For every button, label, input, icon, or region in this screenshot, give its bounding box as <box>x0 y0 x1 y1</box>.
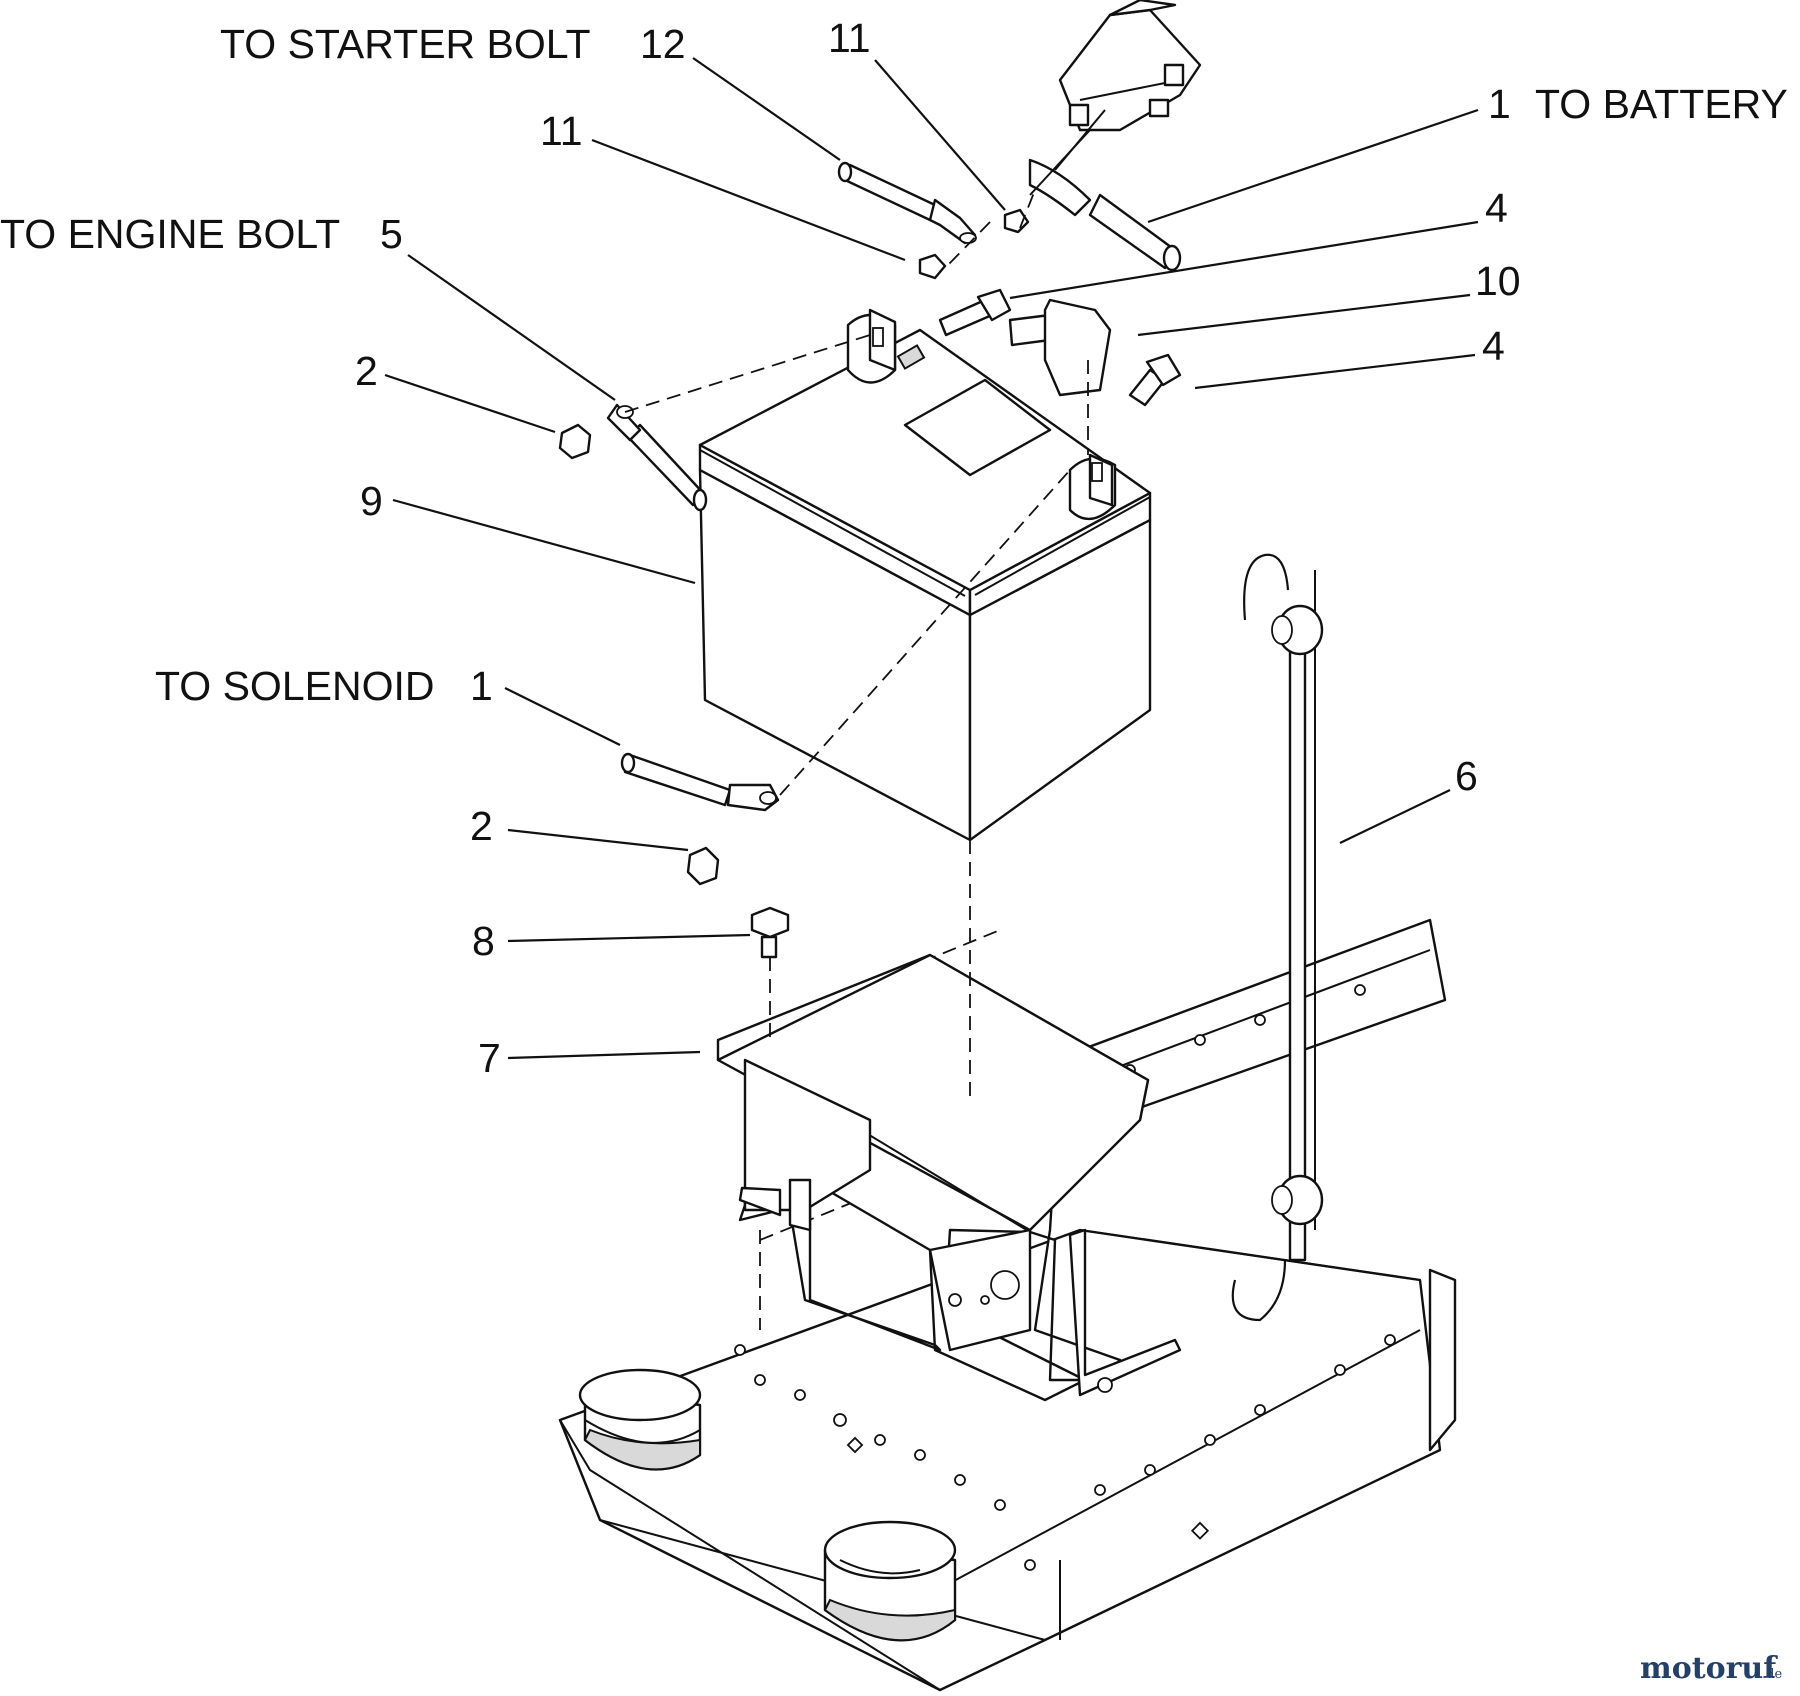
solenoid-cable <box>1028 158 1182 272</box>
nut-11-top <box>1003 208 1030 234</box>
hold-down-rod <box>1231 553 1324 1322</box>
label-12: 12 <box>640 21 686 67</box>
label-2-upper: 2 <box>355 348 378 394</box>
nut-2-lower <box>686 846 720 886</box>
label-9: 9 <box>360 478 383 524</box>
label-6: 6 <box>1455 753 1478 799</box>
label-to-solenoid: TO SOLENOID <box>155 663 434 709</box>
solenoid-lead-cable <box>620 752 780 812</box>
label-8: 8 <box>472 918 495 964</box>
label-1-solenoid-num: 1 <box>470 663 493 709</box>
label-5: 5 <box>380 211 403 257</box>
watermark-suffix: .de <box>1762 1667 1782 1682</box>
nut-2-upper <box>558 423 592 460</box>
label-4-lower: 4 <box>1482 323 1505 369</box>
watermark-brand: motoruf <box>1640 1651 1778 1686</box>
battery-post-positive <box>1068 453 1117 520</box>
leader-lines <box>384 57 1479 1060</box>
starter-solenoid <box>1029 0 1202 196</box>
nut-11-left <box>918 253 947 280</box>
terminal-boot <box>1008 298 1112 397</box>
label-to-starter-bolt: TO STARTER BOLT <box>220 21 591 67</box>
battery-tray <box>716 953 1182 1402</box>
label-to-battery: TO BATTERY <box>1535 81 1788 127</box>
label-7: 7 <box>478 1035 501 1081</box>
label-1-battery-num: 1 <box>1488 81 1511 127</box>
label-11-left: 11 <box>540 108 583 154</box>
label-11-top: 11 <box>828 15 871 61</box>
bolt-4-lower <box>1128 353 1182 407</box>
label-10: 10 <box>1475 258 1521 304</box>
bolt-4-upper <box>938 288 1012 337</box>
alignment-lines <box>624 189 1089 1330</box>
starter-cable <box>837 161 977 245</box>
frame-mount-right <box>823 1520 957 1642</box>
label-2-lower: 2 <box>470 803 493 849</box>
battery-post-negative <box>846 308 897 384</box>
label-to-engine-bolt: TO ENGINE BOLT <box>0 211 340 257</box>
engine-ground-cable <box>606 403 708 512</box>
battery <box>698 308 1152 842</box>
bolt-8 <box>750 906 790 959</box>
label-4-upper: 4 <box>1485 185 1508 231</box>
frame-holes <box>734 1334 1396 1571</box>
watermark-logo: motoruf .de <box>1640 1651 1782 1686</box>
frame-mount-left <box>578 1368 702 1471</box>
